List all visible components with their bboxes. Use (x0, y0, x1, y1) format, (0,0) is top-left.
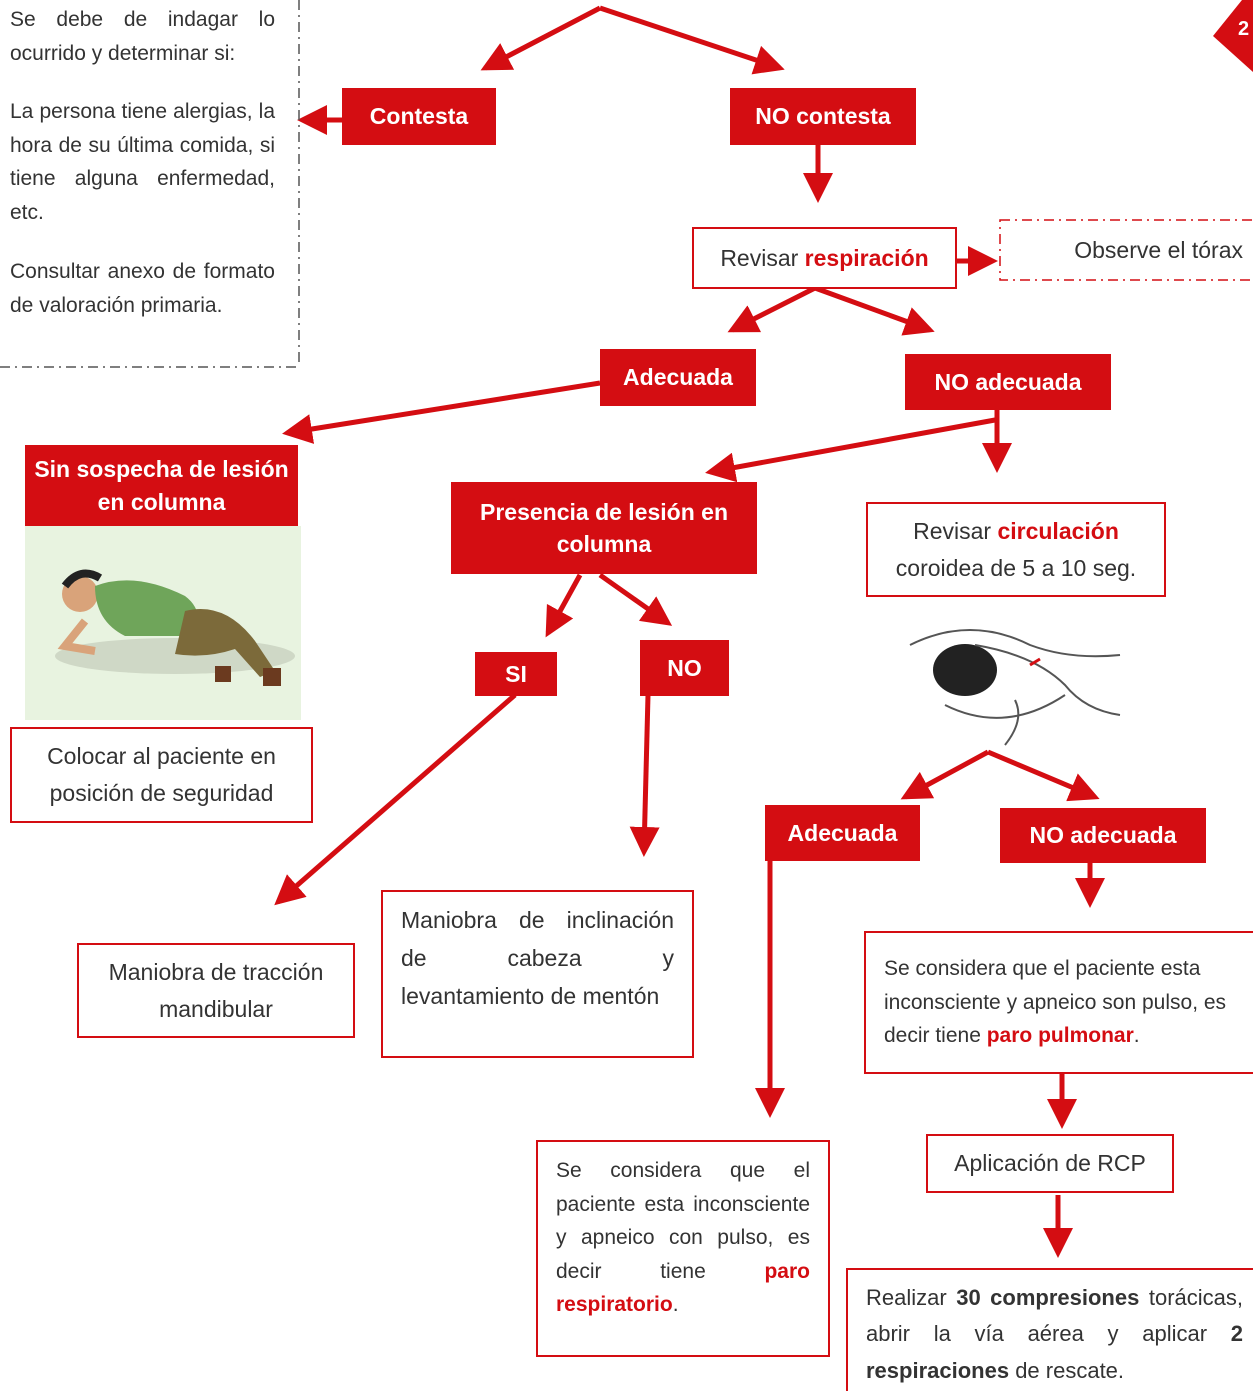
arrow-to-sin-sospecha (282, 380, 601, 444)
arrow-to-presencia (705, 417, 996, 483)
si-node: SI (475, 652, 557, 696)
adecuada-2-node: Adecuada (765, 805, 920, 861)
sin-sospecha-node: Sin sospecha de lesión en columna (25, 445, 298, 526)
page-tab (1213, 0, 1253, 72)
traccion-mandibular-node: Maniobra de tracción mandibular (77, 943, 355, 1038)
arrow-to-no-contesta (599, 5, 785, 75)
arrow-to-si (545, 573, 583, 638)
no-adecuada-1-node: NO adecuada (905, 354, 1111, 410)
arrow-to-contesta (480, 5, 602, 71)
arrow-to-adecuada-2 (900, 749, 990, 800)
arrow-to-no-adecuada-2 (987, 749, 1100, 802)
info-paragraph-1: Se debe de indagar lo ocurrido y determi… (10, 8, 275, 65)
aplicacion-rcp-node: Aplicación de RCP (926, 1134, 1174, 1193)
presencia-lesion-node: Presencia de lesión en columna (451, 482, 757, 574)
arrow-to-inclinacion (629, 694, 660, 857)
inclinacion-cabeza-node: Maniobra de inclinación de cabeza y leva… (381, 890, 694, 1058)
paro-pulmonar-node: Se considera que el paciente esta incons… (864, 931, 1253, 1074)
recovery-position-illustration (25, 526, 301, 720)
arrow-to-no (598, 572, 673, 626)
compresiones-node: Realizar 30 compresiones torácicas, abri… (846, 1268, 1253, 1391)
info-paragraph-3: Consultar anexo de formato de valoración… (10, 260, 275, 317)
arrow-to-adecuada-1 (727, 285, 817, 333)
no-adecuada-2-node: NO adecuada (1000, 808, 1206, 863)
revisar-respiracion-node: Revisar respiración (692, 227, 957, 289)
observe-torax-node: Observe el tórax (1074, 236, 1243, 263)
info-paragraph-2: La persona tiene alergias, la hora de su… (10, 100, 275, 224)
carotid-pulse-illustration (909, 629, 1121, 746)
colocar-paciente-node: Colocar al paciente en posición de segur… (10, 727, 313, 823)
observe-dashed-border (999, 219, 1253, 281)
arrow-to-no-adecuada-1 (814, 285, 935, 336)
paro-respiratorio-node: Se considera que el paciente esta incons… (536, 1140, 830, 1357)
page-number: 2 (1238, 18, 1250, 40)
arrow-to-traccion (274, 693, 517, 906)
no-contesta-node: NO contesta (730, 88, 916, 145)
recovery-position-figure (55, 569, 295, 686)
adecuada-1-node: Adecuada (600, 349, 756, 406)
contesta-node: Contesta (342, 88, 496, 145)
no-node: NO (640, 640, 729, 696)
